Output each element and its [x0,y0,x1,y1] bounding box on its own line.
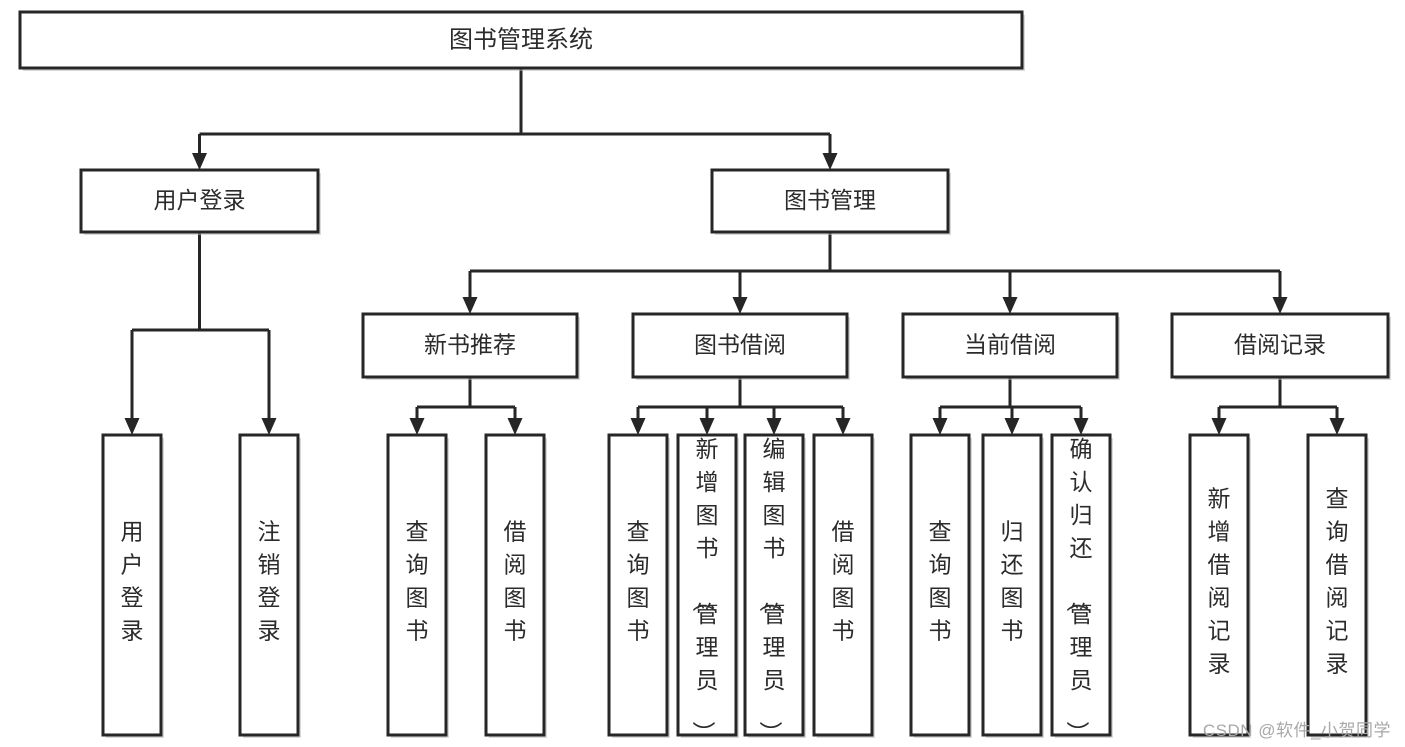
node-current-borrow[interactable]: 当前借阅 [901,312,1120,380]
node-book-borrow[interactable]: 图书借阅 [631,312,850,380]
node-box [238,433,300,737]
edge-group-user-login [124,232,277,435]
node-borrow-record[interactable]: 借阅记录 [1170,312,1391,380]
arrow-head-icon [1002,297,1018,314]
node-box [676,433,738,737]
arrow-head-icon [822,153,838,170]
edge-group-root [192,68,838,170]
node-box [812,433,874,737]
node-leaf-add-book[interactable]: 新增图书（管理员） [676,433,739,744]
edge-group-new-book-recommend [409,377,523,435]
arrow-head-icon [1211,418,1227,435]
node-box [1170,312,1390,379]
node-root[interactable]: 图书管理系统 [18,10,1025,71]
arrow-head-icon [507,418,523,435]
node-label: 查询图书 [929,519,952,644]
node-box [1306,433,1368,737]
node-leaf-borrow-book-rec[interactable]: 借阅图书 [484,433,547,738]
node-label: 查询图书 [406,519,429,644]
edge-group-book-manage [462,232,1288,314]
node-label: 查询图书 [627,519,650,644]
node-label: 新增图书（管理员） [691,436,719,744]
node-box [361,312,579,379]
edges-layer [124,68,1345,435]
node-box [1188,433,1250,737]
arrow-head-icon [932,418,948,435]
node-label: 当前借阅 [964,332,1056,358]
node-box [18,10,1024,70]
node-leaf-query-book-rec[interactable]: 查询图书 [386,433,449,738]
arrow-head-icon [124,418,140,435]
node-user-login[interactable]: 用户登录 [79,168,321,235]
node-label: 图书借阅 [694,332,786,358]
node-leaf-add-record[interactable]: 新增借阅记录 [1188,433,1251,738]
arrow-head-icon [1329,418,1345,435]
node-leaf-edit-book[interactable]: 编辑图书（管理员） [743,433,806,744]
arrow-head-icon [261,418,277,435]
arrow-head-icon [462,297,478,314]
node-box [901,312,1119,379]
node-leaf-query-book-borrow[interactable]: 查询图书 [607,433,670,738]
arrow-head-icon [732,297,748,314]
arrow-head-icon [835,418,851,435]
node-label: 用户登录 [154,187,246,213]
arrow-head-icon [699,418,715,435]
arrow-head-icon [630,418,646,435]
arrow-head-icon [1073,418,1089,435]
node-box [79,168,320,234]
edge-group-current-borrow [932,377,1089,435]
node-label: 归还图书 [1001,519,1024,644]
node-box [1050,433,1112,737]
edge-group-book-borrow [630,377,851,435]
node-label: 确认归还（管理员） [1065,436,1093,744]
node-label: 查询借阅记录 [1326,486,1349,677]
node-box [101,433,163,737]
node-label: 注销登录 [258,519,281,644]
node-box [909,433,971,737]
node-leaf-query-record[interactable]: 查询借阅记录 [1306,433,1369,738]
node-leaf-borrow-book[interactable]: 借阅图书 [812,433,875,738]
node-new-book-recommend[interactable]: 新书推荐 [361,312,580,380]
node-label: 借阅记录 [1234,332,1326,358]
arrow-head-icon [192,153,207,170]
node-box [484,433,546,737]
node-leaf-confirm-return[interactable]: 确认归还（管理员） [1050,433,1113,744]
node-box [607,433,669,737]
node-label: 新增借阅记录 [1208,486,1231,677]
node-label: 图书管理系统 [449,26,593,53]
node-box [981,433,1043,737]
node-label: 新书推荐 [424,332,516,358]
node-box [743,433,805,737]
node-label: 用户登录 [121,519,144,644]
node-label: 图书管理 [784,187,876,213]
node-box [386,433,448,737]
node-box [710,168,950,234]
node-label: 借阅图书 [504,519,527,644]
node-leaf-query-book-cur[interactable]: 查询图书 [909,433,972,738]
node-box [631,312,849,379]
node-label: 借阅图书 [832,519,855,644]
node-leaf-logout[interactable]: 注销登录 [238,433,301,738]
node-leaf-user-login[interactable]: 用户登录 [101,433,164,738]
watermark-label: CSDN @软件_小贺同学 [1202,721,1391,740]
arrow-head-icon [1004,418,1020,435]
node-leaf-return-book[interactable]: 归还图书 [981,433,1044,738]
node-label: 编辑图书（管理员） [758,436,786,744]
nodes-layer: 图书管理系统用户登录图书管理新书推荐图书借阅当前借阅借阅记录用户登录注销登录查询… [18,10,1391,744]
arrow-head-icon [766,418,782,435]
arrow-head-icon [1272,297,1288,314]
arrow-head-icon [409,418,425,435]
edge-group-borrow-record [1211,377,1345,435]
node-book-manage[interactable]: 图书管理 [710,168,951,235]
